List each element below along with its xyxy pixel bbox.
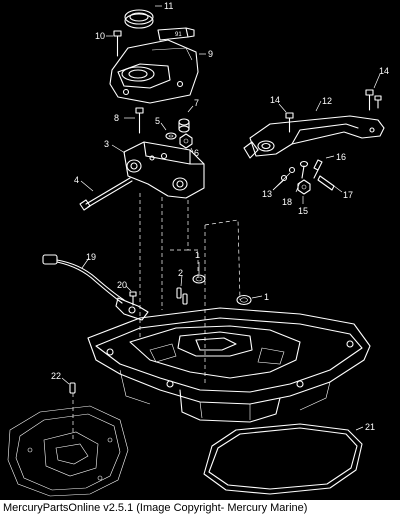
part-11-seal[interactable]	[124, 9, 154, 29]
callout-2: 2	[178, 268, 183, 278]
part-2-dowel-pins[interactable]	[176, 287, 188, 305]
callout-7: 7	[194, 98, 199, 108]
callout-14-a: 14	[379, 66, 389, 76]
main-lower-housing[interactable]	[87, 307, 371, 423]
sealant-tube: 91	[157, 27, 195, 41]
part-22-dowel-pin[interactable]	[69, 382, 76, 394]
part-21-gasket[interactable]	[203, 423, 363, 495]
callout-20: 20	[117, 280, 127, 290]
part-13-screws[interactable]	[280, 166, 296, 182]
callout-16: 16	[336, 152, 346, 162]
part-9-upper-cover[interactable]	[109, 39, 199, 104]
callout-14-b: 14	[270, 95, 280, 105]
alignment-guides	[139, 193, 241, 385]
part-6-nut[interactable]	[179, 133, 193, 149]
part-15-nut[interactable]	[297, 179, 311, 195]
callout-12: 12	[322, 96, 332, 106]
callout-6: 6	[194, 148, 199, 158]
part-1-o-ring-upper[interactable]	[192, 274, 206, 284]
callout-3: 3	[104, 139, 109, 149]
exploded-parts-diagram: 11 10 91 9 8 7 5	[7, 1, 389, 497]
part-20-screw[interactable]	[129, 291, 137, 306]
part-8-bolt[interactable]	[135, 107, 144, 134]
part-7-bushing[interactable]	[178, 118, 190, 133]
callout-5: 5	[155, 116, 160, 126]
callout-22: 22	[51, 371, 61, 381]
callout-13: 13	[262, 189, 272, 199]
callout-1-a: 1	[195, 250, 200, 260]
part-18-link[interactable]	[317, 175, 335, 191]
callout-11: 11	[164, 1, 173, 11]
sealant-tag: 91	[175, 32, 182, 38]
part-5-washer[interactable]	[165, 132, 177, 140]
part-1-o-ring-lower[interactable]	[236, 294, 252, 306]
callout-17: 18	[282, 197, 292, 207]
callout-10: 10	[95, 31, 105, 41]
callout-21: 21	[365, 422, 375, 432]
callout-8: 8	[114, 113, 119, 123]
part-14-bolt-upper[interactable]	[365, 89, 382, 111]
callout-19: 19	[86, 252, 96, 262]
part-19-sensor-harness[interactable]	[42, 254, 149, 321]
part-12-lever-arm[interactable]	[243, 115, 385, 159]
part-3-pivot-block[interactable]	[123, 141, 205, 199]
part-14-bolt-lower[interactable]	[285, 112, 294, 133]
callout-4: 4	[74, 175, 79, 185]
part-17-stud[interactable]	[299, 160, 309, 179]
callout-18: 17	[343, 190, 353, 200]
part-16-stud[interactable]	[313, 159, 323, 179]
inset-engine-block	[7, 405, 129, 497]
copyright-footer: MercuryPartsOnline v2.5.1 (Image Copyrig…	[0, 500, 400, 517]
callout-9: 9	[208, 49, 213, 59]
part-4-long-bolt[interactable]	[79, 177, 133, 211]
part-10-bolt[interactable]	[113, 30, 122, 57]
callout-1-b: 1	[264, 292, 269, 302]
callout-15: 15	[298, 206, 308, 216]
